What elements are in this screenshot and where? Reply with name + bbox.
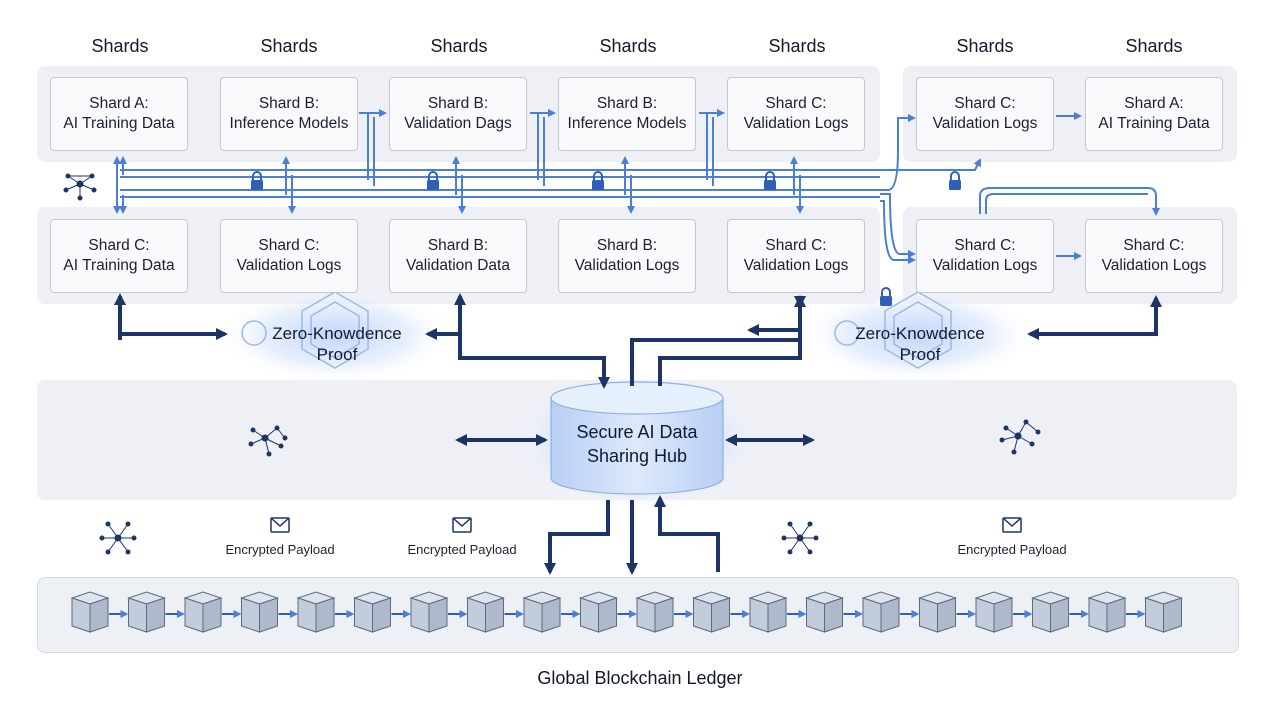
block-cube-icon [183, 591, 223, 633]
hub-line2: Sharing Hub [586, 446, 688, 466]
shard-name: Shard C: [954, 95, 1016, 112]
blockchain [70, 591, 1184, 633]
lock-icon [251, 171, 961, 306]
shard-desc: Validation Logs [743, 115, 849, 132]
shard-name: Shard B: [427, 95, 489, 112]
zkp-line2: Proof [316, 345, 358, 364]
block-cube-icon [239, 591, 280, 633]
block-cube-icon [578, 591, 619, 633]
payload-label: Encrypted Payload [225, 542, 335, 557]
column-header: Shards [768, 36, 826, 56]
block-cube-icon [748, 591, 788, 633]
shard-box: Shard B: Inference Models [220, 77, 358, 151]
shard-desc: Validation Logs [1101, 257, 1207, 274]
shard-name: Shard A: [89, 95, 149, 112]
block-cube-icon [1030, 591, 1071, 633]
block-cube-icon [352, 591, 393, 633]
block-cube-icon [691, 591, 732, 633]
shard-box: Shard A: AI Training Data [50, 77, 188, 151]
shard-box: Shard C: Validation Logs [220, 219, 358, 293]
payload-label: Encrypted Payload [407, 542, 517, 557]
column-header: Shards [91, 36, 149, 56]
column-header: Shards [599, 36, 657, 56]
payload-label: Encrypted Payload [957, 542, 1067, 557]
interconnect-lines [113, 109, 1160, 264]
hub-line1: Secure AI Data [576, 422, 698, 442]
shard-name: Shard B: [258, 95, 320, 112]
block-cube-icon [1143, 591, 1184, 633]
data-flow-arrows [114, 293, 1162, 575]
envelope-icon [270, 517, 1022, 533]
shard-desc: AI Training Data [63, 115, 175, 132]
hexagon-icon [241, 291, 952, 369]
ledger-label: Global Blockchain Ledger [537, 668, 743, 688]
shard-name: Shard C: [954, 237, 1016, 254]
block-cube-icon [917, 591, 958, 633]
zkp-glow [798, 287, 1038, 383]
shard-name: Shard C: [258, 237, 320, 254]
block-cube-icon [635, 591, 675, 633]
shard-box: Shard C: Validation Logs [916, 219, 1054, 293]
block-cube-icon [70, 591, 110, 633]
block-cube-icon [296, 591, 336, 633]
shard-name: Shard B: [427, 237, 489, 254]
shard-box: Shard B: Validation Logs [558, 219, 696, 293]
shard-box: Shard C: AI Training Data [50, 219, 188, 293]
shard-box: Shard B: Validation Dags [389, 77, 527, 151]
shard-box: Shard C: Validation Logs [916, 77, 1054, 151]
shard-box: Shard B: Inference Models [558, 77, 696, 151]
shard-box: Shard C: Validation Logs [727, 219, 865, 293]
database-cylinder-icon [550, 381, 724, 495]
block-cube-icon [1087, 591, 1127, 633]
column-header: Shards [430, 36, 488, 56]
shard-desc: Validation Logs [932, 257, 1038, 274]
block-cube-icon [126, 591, 167, 633]
shard-name: Shard B: [596, 237, 658, 254]
block-cube-icon [409, 591, 449, 633]
shard-desc: Inference Models [229, 115, 349, 132]
shard-desc: Inference Models [567, 115, 687, 132]
block-cube-icon [465, 591, 506, 633]
block-cube-icon [522, 591, 562, 633]
shard-box: Shard A: AI Training Data [1085, 77, 1223, 151]
shard-desc: AI Training Data [1098, 115, 1210, 132]
shard-desc: Validation Logs [743, 257, 849, 274]
shard-desc: Validation Logs [574, 257, 680, 274]
network-icon [63, 173, 1041, 555]
shard-box: Shard C: Validation Logs [1085, 219, 1223, 293]
shard-box: Shard B: Validation Data [389, 219, 527, 293]
zkp-line1: Zero-Knowdence [272, 324, 402, 343]
block-cube-icon [974, 591, 1014, 633]
column-header: Shards [956, 36, 1014, 56]
block-cube-icon [861, 591, 901, 633]
shard-desc: Validation Data [406, 257, 510, 274]
shard-name: Shard C: [765, 95, 827, 112]
shard-name: Shard A: [1124, 95, 1184, 112]
shard-desc: Validation Dags [404, 115, 512, 132]
shard-box: Shard C: Validation Logs [727, 77, 865, 151]
shard-name: Shard C: [765, 237, 827, 254]
column-header: Shards [1125, 36, 1183, 56]
zkp-line2: Proof [899, 345, 941, 364]
shard-name: Shard C: [1123, 237, 1185, 254]
column-header: Shards [260, 36, 318, 56]
zkp-line1: Zero-Knowdence [855, 324, 985, 343]
shard-desc: AI Training Data [63, 257, 175, 274]
zkp-glow [215, 287, 455, 383]
shard-name: Shard B: [596, 95, 658, 112]
shard-name: Shard C: [88, 237, 150, 254]
shard-desc: Validation Logs [932, 115, 1038, 132]
shard-desc: Validation Logs [236, 257, 342, 274]
block-cube-icon [804, 591, 845, 633]
